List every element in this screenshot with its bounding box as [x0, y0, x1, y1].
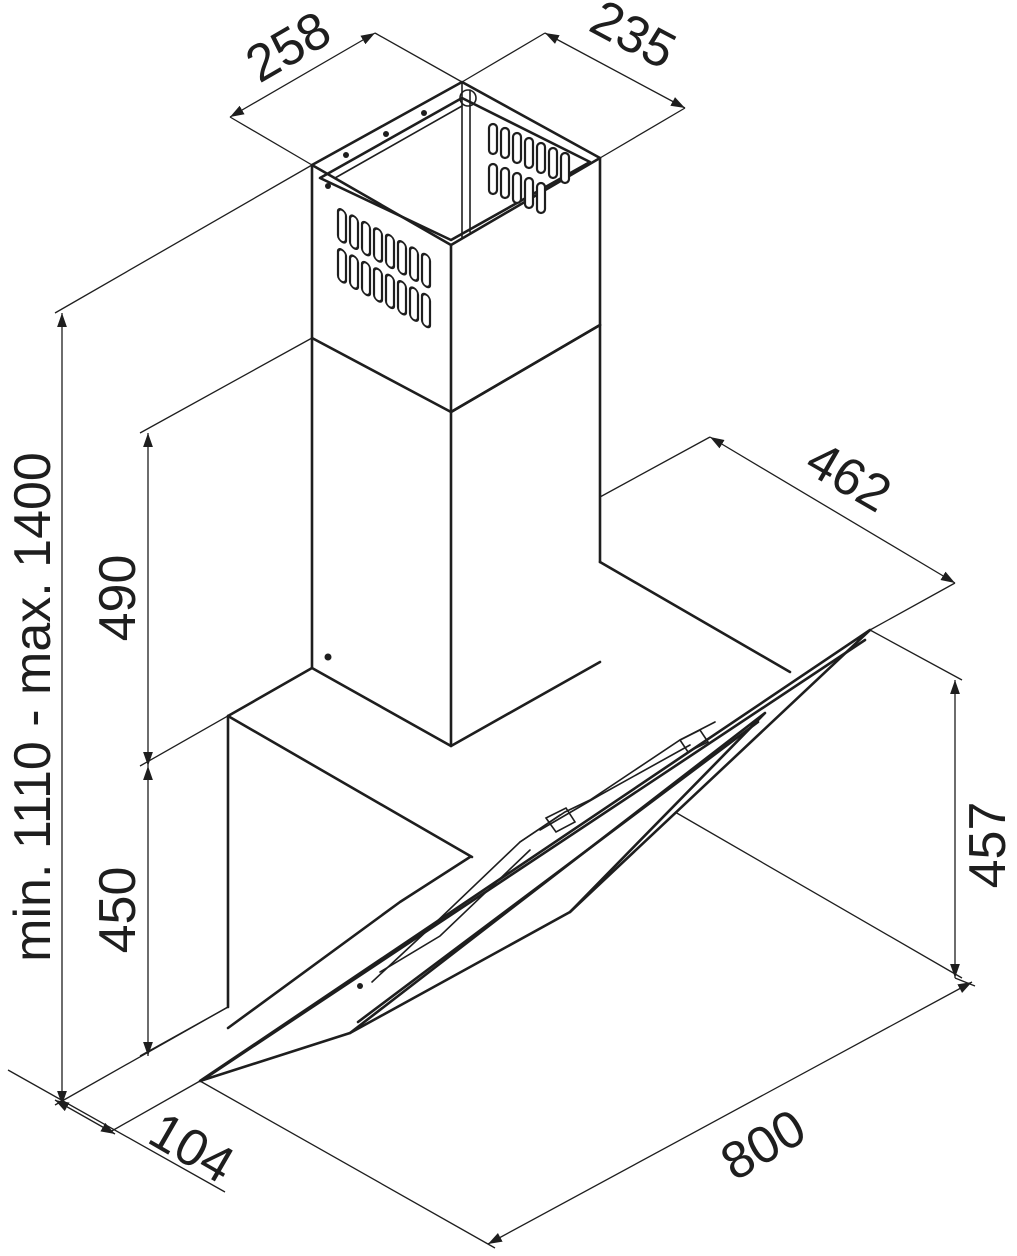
dim-label-104: 104: [139, 1101, 243, 1195]
upper-chimney: [310, 80, 602, 414]
dim-label-490: 490: [89, 555, 147, 642]
dim-label-total-height: min. 1110 - max. 1400: [4, 452, 62, 962]
dim-label-800: 800: [711, 1098, 815, 1192]
lower-chimney: [310, 323, 602, 748]
glass-panels: [198, 628, 872, 1083]
dim-label-457: 457: [959, 802, 1017, 889]
dim-label-462: 462: [796, 430, 900, 524]
chimney-vent-slots-back: [487, 122, 571, 215]
dim-label-258: 258: [236, 0, 340, 94]
dim-label-450: 450: [89, 867, 147, 954]
chimney-vent-slots-front: [336, 208, 432, 329]
dimension-lines: [7, 32, 976, 1249]
dim-label-235: 235: [581, 0, 685, 81]
